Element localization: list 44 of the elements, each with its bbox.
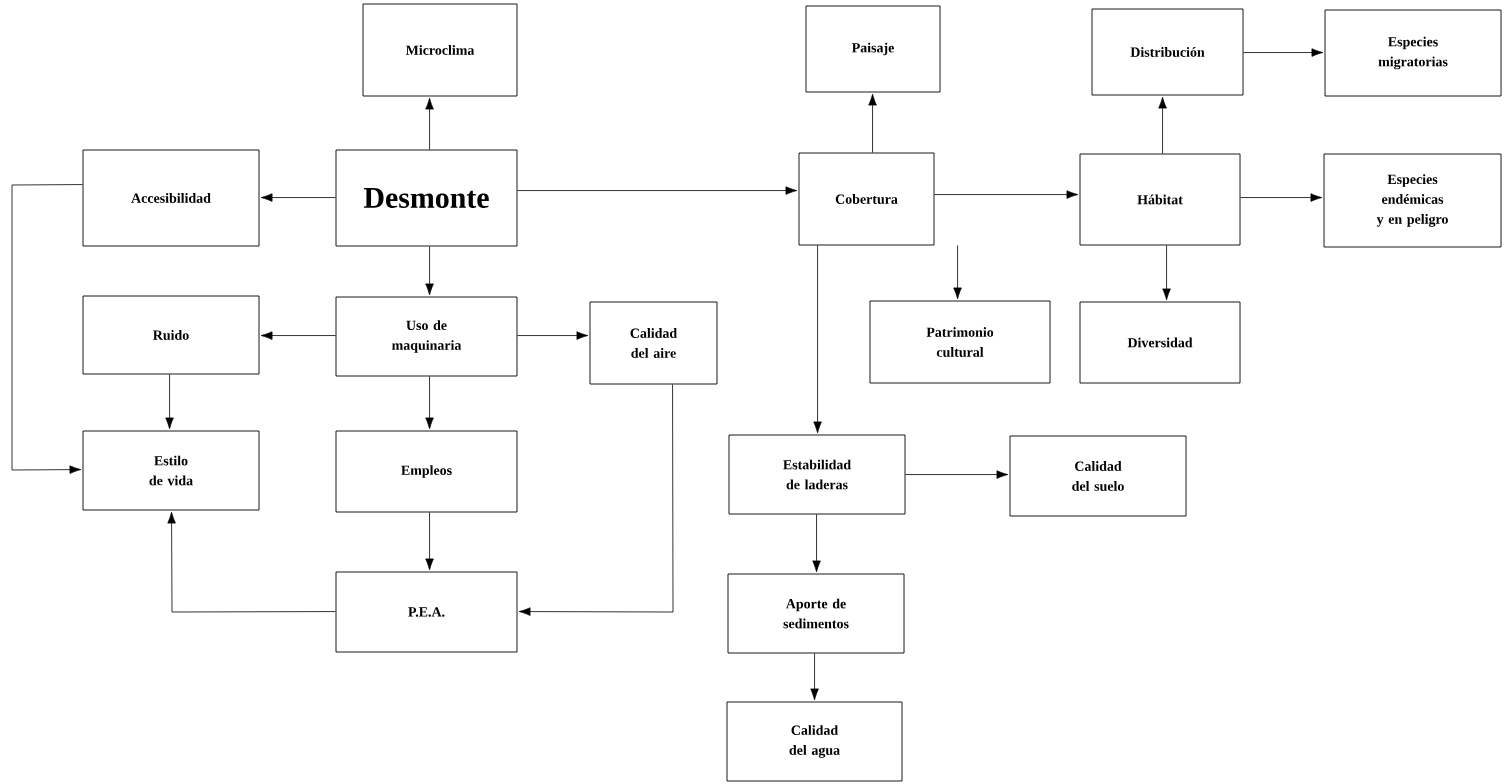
box: Hábitat	[1079, 153, 1241, 246]
arrow	[813, 245, 822, 434]
box: Calidad del suelo	[1009, 435, 1187, 517]
arrow	[260, 193, 336, 202]
arrow	[1162, 245, 1171, 301]
box: Microclima	[362, 3, 518, 97]
box: Empleos	[335, 430, 518, 513]
box: Especies migratorias	[1324, 9, 1502, 97]
box: Paisaje	[805, 5, 941, 93]
arrow	[1158, 96, 1167, 154]
box: Uso de maquinaria	[335, 296, 518, 377]
arrow	[11, 184, 83, 474]
arrow	[260, 331, 336, 340]
box: Aporte de sedimentos	[727, 573, 905, 654]
arrow	[810, 653, 819, 701]
box: Diversidad	[1079, 301, 1241, 384]
box: Especies endémicas y en peligro	[1323, 153, 1502, 248]
box: Accesibilidad	[82, 149, 260, 247]
box: Estabilidad de laderas	[728, 434, 906, 515]
arrow	[934, 190, 1079, 199]
arrow	[165, 374, 174, 430]
box: P.E.A.	[335, 571, 518, 653]
arrow	[868, 93, 877, 153]
box: Ruido	[82, 295, 260, 375]
arrow	[953, 245, 962, 300]
arrow	[905, 470, 1009, 479]
box: Estilo de vida	[82, 430, 260, 511]
box: Distribución	[1091, 8, 1244, 96]
arrow	[425, 512, 434, 571]
arrow	[425, 376, 434, 430]
arrow	[517, 186, 798, 195]
arrow	[425, 97, 434, 150]
box: Patrimonio cultural	[869, 300, 1051, 384]
box: Cobertura	[798, 152, 935, 246]
arrow	[812, 514, 821, 573]
box: Calidad del agua	[726, 701, 903, 782]
arrow	[517, 331, 589, 340]
arrow	[167, 511, 336, 613]
arrow	[425, 246, 434, 296]
arrow	[1240, 193, 1323, 202]
arrow	[518, 384, 674, 616]
box: Desmonte	[335, 149, 518, 247]
arrow	[1243, 48, 1324, 57]
box: Calidad del aire	[589, 301, 718, 385]
